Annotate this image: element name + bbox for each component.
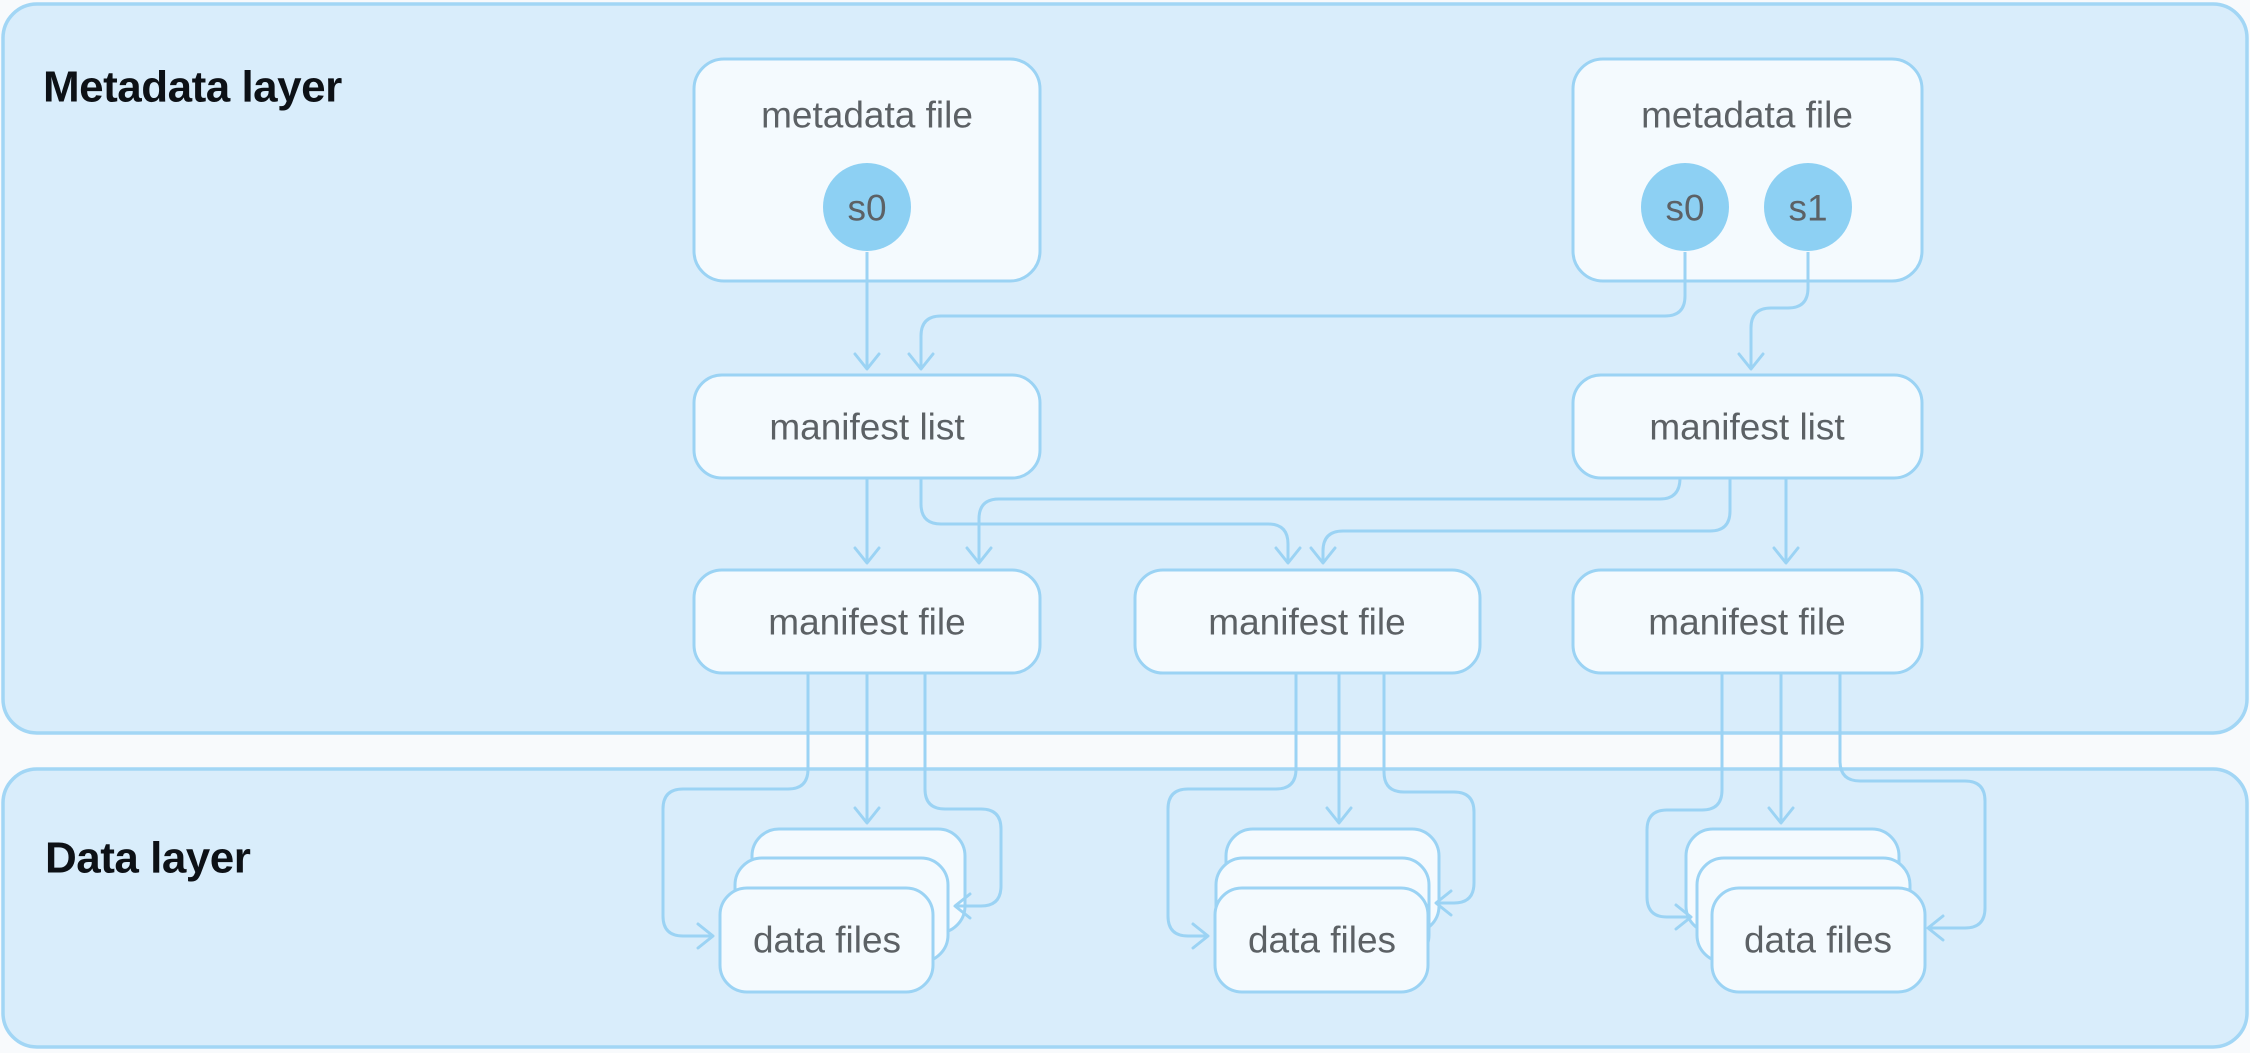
node-metadata-file-2: metadata file s0 s1	[1571, 57, 1924, 283]
snapshot-s0-label: s0	[847, 188, 886, 229]
data-files-1-label: data files	[753, 920, 901, 961]
edge-file1-to-data1-left	[661, 672, 810, 950]
manifest-file-2-box	[1133, 568, 1482, 675]
manifest-file-2-label: manifest file	[1208, 602, 1405, 643]
data-layer-title: Data layer	[45, 834, 251, 883]
metadata-file-2-label: metadata file	[1641, 95, 1853, 136]
metadata-file-2-box	[1571, 57, 1924, 283]
data-files-2-label: data files	[1248, 920, 1396, 961]
snapshot-s0-label-2: s0	[1665, 188, 1704, 229]
snapshot-s0-badge-2	[1641, 163, 1729, 251]
node-manifest-file-3: manifest file	[1571, 568, 1924, 675]
edge-mf2-s1-to-manifest-list-2	[1737, 252, 1810, 371]
edge-file3-to-data3-right	[1838, 673, 1987, 942]
data-files-3-card-front	[1710, 886, 1927, 994]
data-layer-container	[1, 767, 2249, 1049]
edge-list1-to-file2	[919, 478, 1302, 565]
data-files-1-card-front	[718, 886, 935, 994]
edge-mf2-s0-to-manifest-list-1	[907, 252, 1687, 371]
node-data-files-3: data files	[1684, 827, 1927, 994]
data-files-3-label: data files	[1744, 920, 1892, 961]
node-data-files-2: data files	[1213, 827, 1441, 994]
manifest-list-2-label: manifest list	[1649, 407, 1845, 448]
node-data-files-1: data files	[718, 827, 967, 994]
metadata-layer-title: Metadata layer	[43, 63, 342, 112]
snapshot-s1-label: s1	[1788, 188, 1827, 229]
manifest-file-3-box	[1571, 568, 1924, 675]
edge-list2-to-file2	[1309, 478, 1732, 565]
edge-file1-to-data1-right	[923, 672, 1003, 920]
edge-list2-to-file1	[965, 477, 1682, 565]
node-metadata-file-1: metadata file s0	[692, 57, 1042, 283]
node-manifest-file-2: manifest file	[1133, 568, 1482, 675]
edge-file2-to-data2-left	[1166, 673, 1298, 950]
manifest-list-2-box	[1571, 373, 1924, 480]
manifest-list-1-label: manifest list	[769, 407, 965, 448]
data-files-2-card-front	[1213, 886, 1430, 994]
node-manifest-list-2: manifest list	[1571, 373, 1924, 480]
manifest-file-3-label: manifest file	[1648, 602, 1845, 643]
snapshot-s1-badge	[1764, 163, 1852, 251]
edge-file3-to-data3-left	[1645, 673, 1724, 931]
edge-file2-to-data2-right	[1382, 673, 1476, 917]
node-manifest-list-1: manifest list	[692, 373, 1042, 480]
manifest-file-1-label: manifest file	[768, 602, 965, 643]
node-manifest-file-1: manifest file	[692, 568, 1042, 675]
snapshot-s0-badge	[823, 163, 911, 251]
metadata-file-1-label: metadata file	[761, 95, 973, 136]
